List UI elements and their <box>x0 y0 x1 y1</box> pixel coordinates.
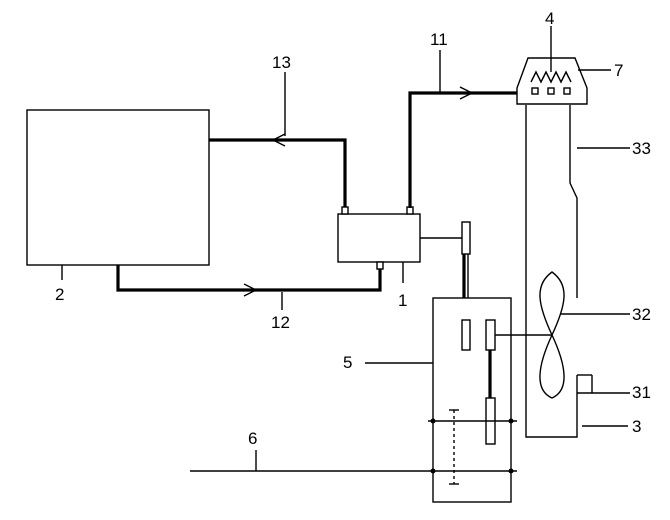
label-4: 4 <box>545 9 554 28</box>
component-1-box <box>337 213 421 263</box>
component-1-port-c <box>376 261 384 270</box>
label-31: 31 <box>632 383 651 402</box>
pipe-12-arrow <box>243 283 258 297</box>
label-3: 3 <box>632 417 641 436</box>
bearing-1 <box>430 418 436 424</box>
gear-b <box>485 319 496 351</box>
pipe-13-arrow <box>271 133 286 147</box>
component-4-heater <box>530 70 572 84</box>
component-1-port-a <box>341 206 349 215</box>
pipe-12 <box>116 265 382 292</box>
component-32-propeller <box>539 271 565 399</box>
label-12: 12 <box>271 313 290 332</box>
bearing-2 <box>508 418 514 424</box>
pulley-top <box>461 221 471 255</box>
label-33: 33 <box>632 139 651 158</box>
label-13: 13 <box>272 53 291 72</box>
hood-slot-2 <box>547 87 555 95</box>
gear-a <box>461 319 471 351</box>
label-11: 11 <box>430 30 448 49</box>
pipe-11-arrow <box>459 86 474 100</box>
label-5: 5 <box>343 353 352 372</box>
hood-slot-1 <box>531 87 539 95</box>
label-1: 1 <box>398 291 407 310</box>
component-2-box <box>26 109 210 266</box>
label-2: 2 <box>55 285 64 304</box>
bearing-3 <box>430 468 436 474</box>
hood-slot-3 <box>563 87 571 95</box>
label-7: 7 <box>614 61 623 80</box>
label-6: 6 <box>248 429 257 448</box>
label-32: 32 <box>632 305 651 324</box>
component-3-tower <box>525 105 578 438</box>
bearing-4 <box>508 468 514 474</box>
pipe-11 <box>408 91 526 208</box>
component-1-port-b <box>406 206 414 215</box>
pipe-13 <box>209 138 347 208</box>
component-5-housing <box>432 297 512 503</box>
